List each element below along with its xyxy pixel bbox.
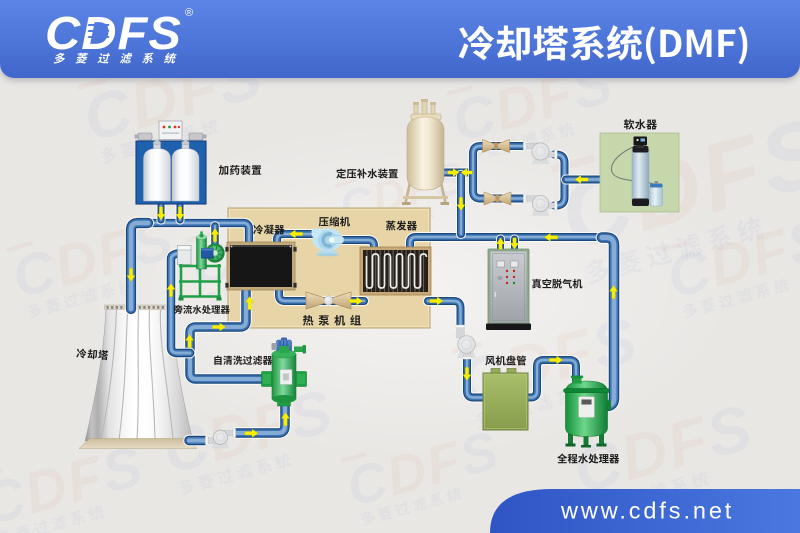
svg-text:CDFS: CDFS (76, 38, 271, 155)
svg-text:CDFS: CDFS (340, 419, 505, 518)
svg-text:CDFS: CDFS (0, 434, 151, 533)
svg-text:CDFS: CDFS (661, 207, 800, 311)
svg-text:www.cdfs.net: www.cdfs.net (560, 498, 734, 524)
